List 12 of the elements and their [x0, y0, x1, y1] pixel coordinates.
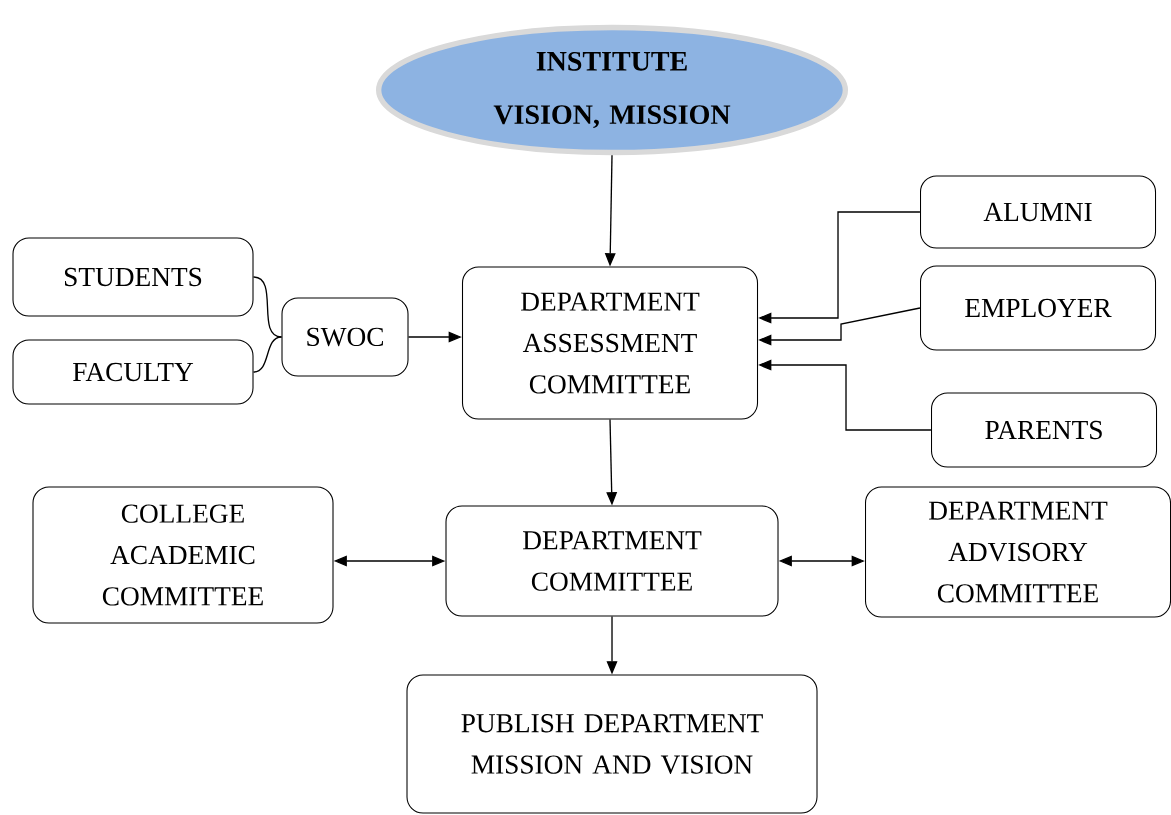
process-box: PUBLISH DEPARTMENT MISSION AND VISION — [406, 674, 818, 814]
process-box: SWOC — [281, 297, 409, 377]
process-box: EMPLOYER — [919, 265, 1157, 351]
process-box: FACULTY — [12, 339, 254, 405]
process-box: PARENTS — [930, 392, 1158, 468]
process-box: DEPARTMENT COMMITTEE — [445, 505, 779, 617]
oval-node: INSTITUTE VISION, MISSION — [376, 24, 848, 156]
process-box: ALUMNI — [919, 175, 1157, 249]
process-box: STUDENTS — [12, 237, 254, 317]
process-box: DEPARTMENT ASSESSMENT COMMITTEE — [461, 266, 759, 420]
process-box: COLLEGE ACADEMIC COMMITTEE — [32, 486, 334, 624]
process-box: DEPARTMENT ADVISORY COMMITTEE — [864, 486, 1171, 618]
